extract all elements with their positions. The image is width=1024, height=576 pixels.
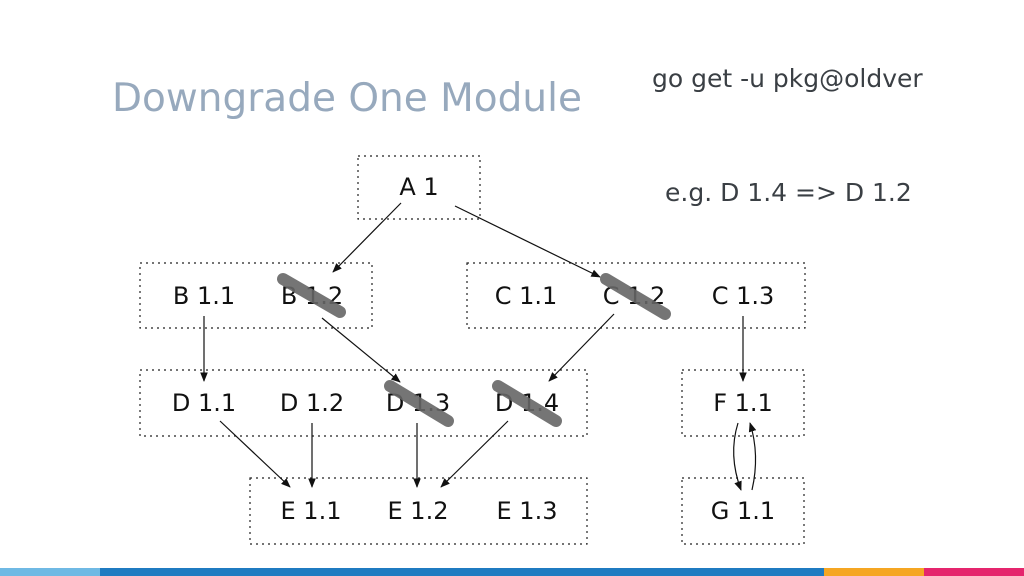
group-box-b	[139, 262, 373, 329]
edge-f11-g11	[733, 422, 742, 491]
command-text: go get -u pkg@oldver	[652, 64, 923, 93]
group-box-d	[139, 369, 588, 437]
strike-d14	[492, 380, 562, 427]
node-e13: E 1.3	[497, 497, 558, 525]
strike-c12	[600, 273, 671, 320]
footer-segment-pink	[924, 568, 1024, 576]
edge-a-c12	[454, 205, 601, 278]
node-f11: F 1.1	[713, 389, 773, 417]
node-a1: A 1	[399, 173, 438, 201]
edge-b12-d13	[321, 317, 401, 383]
strike-b12	[277, 273, 346, 318]
node-c13: C 1.3	[712, 282, 775, 310]
footer-segment-light-blue	[0, 568, 100, 576]
strike-d13	[384, 380, 454, 427]
group-box-a	[357, 155, 481, 220]
edge-a-b12	[332, 202, 402, 273]
node-g11: G 1.1	[711, 497, 775, 525]
node-e12: E 1.2	[388, 497, 449, 525]
group-box-c	[466, 262, 806, 329]
edge-g11-f11	[748, 422, 757, 491]
edge-c12-d14	[548, 313, 615, 382]
footer-color-bar	[0, 568, 1024, 576]
node-e11: E 1.1	[281, 497, 342, 525]
footer-segment-orange	[824, 568, 924, 576]
node-d11: D 1.1	[172, 389, 236, 417]
edge-d11-e11	[219, 420, 291, 488]
group-box-g	[681, 477, 805, 545]
example-text: e.g. D 1.4 => D 1.2	[665, 178, 912, 207]
node-b11: B 1.1	[173, 282, 235, 310]
footer-segment-blue	[100, 568, 824, 576]
edge-d14-e12	[440, 420, 509, 488]
group-box-e	[249, 477, 588, 545]
node-d12: D 1.2	[280, 389, 344, 417]
node-c11: C 1.1	[495, 282, 558, 310]
slide-title: Downgrade One Module	[112, 76, 582, 121]
